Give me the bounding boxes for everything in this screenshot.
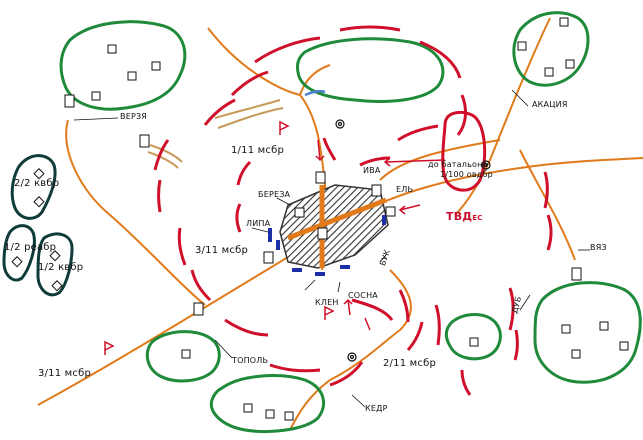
forest-east-small [444,313,502,361]
unit-label-batalion: до батальона [428,160,488,169]
forests [59,11,642,433]
place-label-sosna: СОСНА [348,291,378,300]
river [304,89,326,97]
enemy-positions [153,25,553,396]
settlement [263,171,396,276]
forest-north-center [296,37,445,103]
unit-label-2-2-kvbr: 2/2 квбр [14,178,60,189]
attack-arrows [315,139,446,331]
place-label-vyaz: ВЯЗ [590,243,607,252]
forest-buildings [91,17,629,421]
place-label-el: ЕЛЬ [396,185,414,194]
forest-east [533,281,642,384]
road-ne [454,17,551,216]
ravines [147,89,326,169]
forest-northeast [512,11,590,87]
place-label-akatsiya: АКАЦИЯ [532,100,568,109]
unit-label-3-11-msbr-south: 3/11 мсбр [38,368,91,379]
forest-south [209,374,326,433]
road-points [64,94,582,316]
place-label-verya: ВЕРЗЯ [120,112,148,121]
road-east [519,149,576,261]
leader-lines [73,89,590,408]
unit-label-3-11-msbr-north: 3/11 мсбр [195,245,248,256]
unit-label-1-11-msbr: 1/11 мсбр [231,145,284,156]
flags [104,120,335,355]
road-sw-branch [299,64,331,96]
tvd-main: ТВД [446,210,473,223]
forest-southwest [145,330,221,383]
reference-points [335,119,491,362]
unit-label-tvd: ТВДЕС [446,210,483,223]
road-south [289,269,412,431]
place-label-liva: ЛИПА [246,219,271,228]
unit-label-1-2-reabr: 1/2 реабр [4,242,57,253]
place-label-kedr: КЕДР [365,404,388,413]
unit-markers [11,168,63,292]
unit-label-2-11-msbr: 2/11 мсбр [383,358,436,369]
forest-northwest [59,20,187,111]
unit-label-1-2-kvbr: 1/2 квбр [38,262,84,273]
friendly-units [2,154,74,297]
place-label-iva: ИВА [363,166,381,175]
place-label-topol: ТОПОЛЬ [232,356,269,365]
road-se [379,139,501,181]
enemy-oval [441,111,487,192]
unit-label-1-100-ovdbr: 1/100 овдбр [440,170,493,179]
tvd-sub: ЕС [472,214,483,222]
road-west [65,119,206,306]
place-label-bereza: БЕРЕЗА [258,190,291,199]
place-label-klen: КЛЕН [315,298,339,307]
